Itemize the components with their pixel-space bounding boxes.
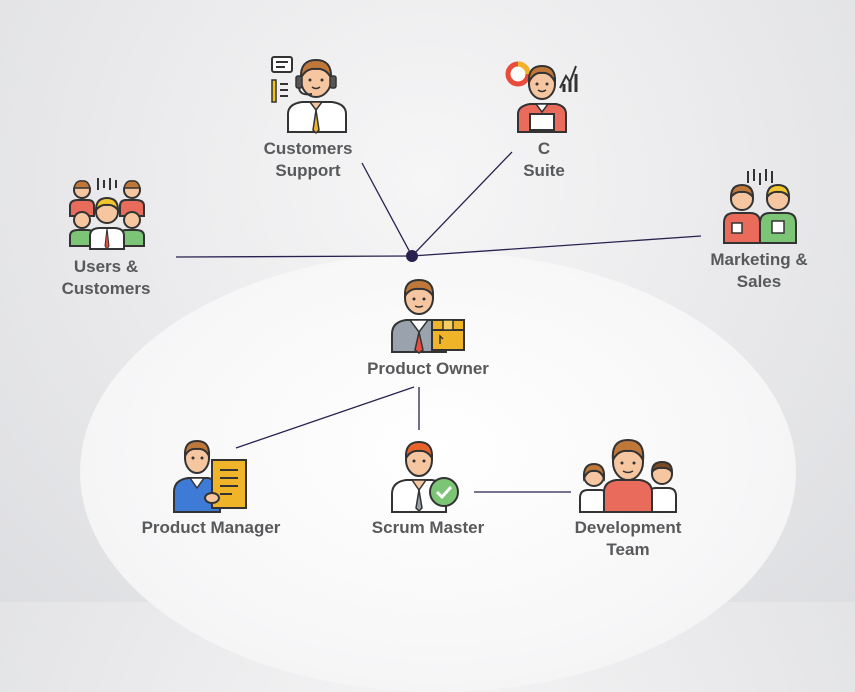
customers-support-line1: Customers <box>263 139 353 158</box>
line-owner-manager <box>235 386 415 449</box>
line-hub-users-customers <box>175 255 413 258</box>
users-customers-line1: Users & <box>73 257 139 276</box>
marketing-sales-label: Marketing & Sales <box>698 249 820 293</box>
scrum-master-icon <box>391 440 459 513</box>
product-manager-label: Product Manager <box>141 518 281 537</box>
customers-support-label: Customers Support <box>248 138 368 182</box>
c-suite-label: C Suite <box>484 138 604 182</box>
users-customers-line2: Customers <box>61 279 151 298</box>
c-suite-line2: Suite <box>523 161 565 180</box>
line-hub-marketing-sales <box>411 235 702 257</box>
customer-support-agent-icon <box>271 56 347 134</box>
development-team-icon <box>579 438 677 513</box>
hub-dot <box>406 250 418 262</box>
development-team-line1: Development <box>574 518 682 537</box>
marketing-sales-line1: Marketing & <box>710 250 808 269</box>
connector-lines <box>175 151 702 493</box>
product-owner-icon <box>391 278 465 354</box>
marketing-team-icon <box>723 169 797 244</box>
users-group-icon <box>69 178 145 250</box>
line-hub-customers-support <box>361 162 413 257</box>
c-suite-line1: C <box>537 139 551 158</box>
users-customers-label: Users & Customers <box>46 256 166 300</box>
product-manager-icon <box>173 439 247 513</box>
product-owner-label: Product Owner <box>367 359 489 378</box>
line-hub-c-suite <box>411 151 513 257</box>
marketing-sales-line2: Sales <box>736 272 782 291</box>
scrum-master-label: Scrum Master <box>371 518 485 537</box>
development-team-label: Development Team <box>558 517 698 561</box>
executive-icon <box>505 61 578 133</box>
customers-support-line2: Support <box>275 161 341 180</box>
development-team-line2: Team <box>606 540 650 559</box>
